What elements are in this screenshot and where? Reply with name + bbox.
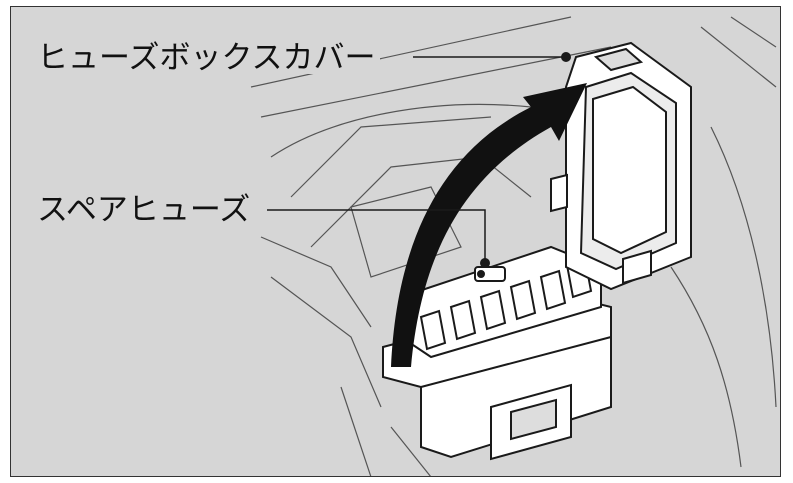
spare-fuse-label: スペアヒューズ (33, 195, 255, 226)
fuse-box-illustration (250, 16, 777, 476)
open-direction-arrow (391, 83, 587, 367)
engine-bay-background (250, 16, 777, 476)
fuse-box-cover-label: ヒューズボックスカバー (33, 43, 380, 74)
spare-fuse (474, 266, 506, 282)
illustration-frame: ヒューズボックスカバー スペアヒューズ (10, 6, 781, 477)
fuse-box-cover (550, 41, 692, 291)
spare-fuse-leader-line (267, 209, 486, 259)
spare-fuse-leader-dot (480, 258, 490, 268)
fuse-box-cover-leader-dot (561, 52, 571, 62)
